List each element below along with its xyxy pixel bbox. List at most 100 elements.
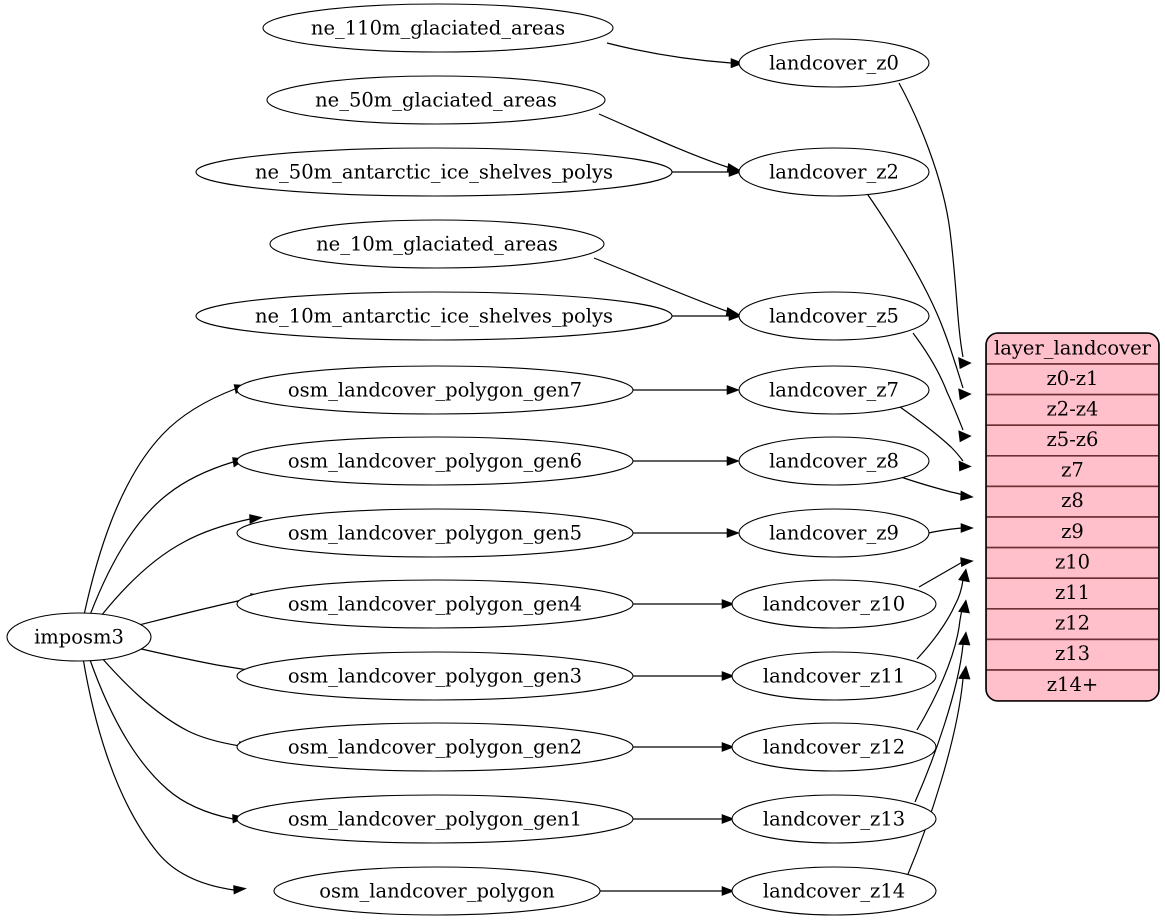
node-landcover_z9[interactable]: landcover_z9 bbox=[738, 508, 930, 558]
table-row-label: z11 bbox=[1055, 581, 1090, 604]
node-osm_landcover_polygon_gen3[interactable]: osm_landcover_polygon_gen3 bbox=[236, 651, 634, 701]
node-label: landcover_z12 bbox=[763, 736, 905, 759]
node-label: imposm3 bbox=[34, 626, 124, 649]
edge-z9-to-row-z9 bbox=[928, 523, 974, 534]
node-osm_landcover_polygon_gen7[interactable]: osm_landcover_polygon_gen7 bbox=[236, 365, 634, 415]
edge-imposm3-to-gen1 bbox=[88, 656, 246, 824]
node-ne_10m_glaciated_areas[interactable]: ne_10m_glaciated_areas bbox=[269, 219, 605, 269]
node-label: osm_landcover_polygon_gen5 bbox=[288, 522, 582, 545]
node-osm_landcover_polygon_gen6[interactable]: osm_landcover_polygon_gen6 bbox=[236, 436, 634, 486]
edges-layer bbox=[82, 42, 974, 896]
node-label: ne_50m_glaciated_areas bbox=[315, 89, 557, 112]
osm-table-nodes: osm_landcover_polygon_gen7 osm_landcover… bbox=[236, 365, 634, 916]
table-header-label: layer_landcover bbox=[994, 337, 1152, 360]
table-row-label: z8 bbox=[1061, 489, 1084, 512]
node-label: ne_10m_antarctic_ice_shelves_polys bbox=[255, 305, 613, 328]
node-landcover_z5[interactable]: landcover_z5 bbox=[738, 291, 930, 341]
edge-gen1-to-z13 bbox=[632, 814, 735, 824]
table-row-label: z5-z6 bbox=[1047, 428, 1099, 451]
edge-z11-to-row-z11 bbox=[916, 568, 970, 660]
edge-imposm3-to-gen2 bbox=[100, 656, 253, 751]
node-label: osm_landcover_polygon_gen6 bbox=[288, 450, 582, 473]
node-osm_landcover_polygon_gen4[interactable]: osm_landcover_polygon_gen4 bbox=[236, 579, 634, 629]
node-label: ne_110m_glaciated_areas bbox=[311, 17, 565, 40]
edge-gen3-to-z11 bbox=[632, 671, 735, 681]
node-label: landcover_z7 bbox=[769, 379, 899, 402]
node-label: osm_landcover_polygon_gen1 bbox=[288, 808, 582, 831]
edge-polygon-to-z14 bbox=[599, 886, 735, 896]
table-row-label: z12 bbox=[1055, 612, 1090, 635]
edge-z8-to-row-z8 bbox=[900, 476, 974, 501]
edge-z12-to-row-z12 bbox=[916, 599, 970, 731]
node-landcover_z13[interactable]: landcover_z13 bbox=[731, 794, 937, 844]
table-row-cell[interactable] bbox=[986, 669, 1159, 701]
node-osm_landcover_polygon_gen5[interactable]: osm_landcover_polygon_gen5 bbox=[236, 508, 634, 558]
node-label: landcover_z0 bbox=[769, 52, 899, 75]
node-label: landcover_z9 bbox=[769, 522, 899, 545]
edge-gen7-to-z7 bbox=[633, 385, 740, 395]
table-outline bbox=[985, 332, 1160, 702]
node-label: landcover_z14 bbox=[763, 880, 905, 903]
edge-z2-to-row-z2z4 bbox=[865, 191, 972, 401]
table-row-cell[interactable] bbox=[986, 607, 1159, 641]
table-row-label: z10 bbox=[1055, 550, 1090, 573]
node-landcover_z2[interactable]: landcover_z2 bbox=[738, 147, 930, 197]
layer-landcover-table: layer_landcover z0-z1 z2-z4 z5-z6 z7 z8 … bbox=[985, 332, 1160, 702]
node-ne_50m_glaciated_areas[interactable]: ne_50m_glaciated_areas bbox=[266, 75, 606, 125]
node-label: landcover_z2 bbox=[769, 161, 899, 184]
table-row-label: z13 bbox=[1055, 642, 1090, 665]
node-landcover_z7[interactable]: landcover_z7 bbox=[738, 365, 930, 415]
node-label: landcover_z10 bbox=[763, 593, 905, 616]
node-label: osm_landcover_polygon_gen4 bbox=[288, 593, 582, 616]
edge-gen2-to-z12 bbox=[632, 742, 735, 752]
node-label: landcover_z13 bbox=[763, 808, 905, 831]
node-label: landcover_z8 bbox=[769, 450, 899, 473]
node-osm_landcover_polygon_gen2[interactable]: osm_landcover_polygon_gen2 bbox=[236, 722, 634, 772]
edge-imposm3-to-gen7 bbox=[83, 384, 248, 616]
node-imposm3[interactable]: imposm3 bbox=[6, 612, 152, 662]
edge-z14-to-row-z14plus bbox=[907, 665, 971, 875]
edge-ne50ant-to-z2 bbox=[671, 167, 742, 177]
node-label: osm_landcover_polygon_gen3 bbox=[288, 665, 582, 688]
edge-z0-to-row-z0z1 bbox=[898, 82, 972, 369]
node-osm_landcover_polygon[interactable]: osm_landcover_polygon bbox=[273, 866, 601, 916]
landcover-view-nodes: landcover_z0 landcover_z2 landcover_z5 l… bbox=[731, 38, 937, 916]
natural-earth-source-nodes: ne_110m_glaciated_areas ne_50m_glaciated… bbox=[195, 3, 673, 341]
edge-z7-to-row-z7 bbox=[899, 406, 972, 472]
node-landcover_z0[interactable]: landcover_z0 bbox=[738, 38, 930, 88]
node-label: osm_landcover_polygon_gen7 bbox=[288, 379, 582, 402]
node-landcover_z12[interactable]: landcover_z12 bbox=[731, 722, 937, 772]
edge-z13-to-row-z13 bbox=[914, 631, 971, 803]
node-label: ne_10m_glaciated_areas bbox=[316, 233, 558, 256]
edge-imposm3-to-gen5 bbox=[100, 514, 263, 617]
table-header-cell bbox=[986, 333, 1159, 365]
node-ne_10m_antarctic_ice_shelves_polys[interactable]: ne_10m_antarctic_ice_shelves_polys bbox=[195, 291, 673, 341]
node-label: osm_landcover_polygon bbox=[319, 880, 555, 903]
node-landcover_z8[interactable]: landcover_z8 bbox=[738, 436, 930, 486]
edge-ne10ant-to-z5 bbox=[671, 311, 742, 321]
table-row-label: z9 bbox=[1061, 520, 1084, 543]
node-label: landcover_z11 bbox=[763, 665, 905, 688]
edge-gen5-to-z9 bbox=[633, 528, 740, 538]
node-landcover_z10[interactable]: landcover_z10 bbox=[731, 579, 937, 629]
node-label: landcover_z5 bbox=[769, 305, 899, 328]
table-row-cell[interactable] bbox=[986, 363, 1159, 396]
node-ne_50m_antarctic_ice_shelves_polys[interactable]: ne_50m_antarctic_ice_shelves_polys bbox=[195, 147, 673, 197]
table-row-label: z14+ bbox=[1047, 673, 1098, 696]
edge-gen4-to-z10 bbox=[633, 599, 735, 609]
node-label: ne_50m_antarctic_ice_shelves_polys bbox=[255, 161, 613, 184]
edge-z5-to-row-z5z6 bbox=[912, 332, 972, 443]
node-ne_110m_glaciated_areas[interactable]: ne_110m_glaciated_areas bbox=[262, 3, 614, 53]
edge-imposm3-to-gen6 bbox=[89, 457, 247, 616]
table-row-label: z2-z4 bbox=[1047, 397, 1099, 420]
table-row-label: z7 bbox=[1061, 459, 1084, 482]
node-osm_landcover_polygon_gen1[interactable]: osm_landcover_polygon_gen1 bbox=[236, 794, 634, 844]
node-landcover_z14[interactable]: landcover_z14 bbox=[731, 866, 937, 916]
edge-imposm3-to-polygon bbox=[82, 657, 247, 895]
edge-ne110-to-z0 bbox=[606, 42, 744, 69]
edge-gen6-to-z8 bbox=[633, 456, 740, 466]
node-landcover_z11[interactable]: landcover_z11 bbox=[731, 651, 937, 701]
table-row-cell[interactable] bbox=[986, 424, 1159, 457]
